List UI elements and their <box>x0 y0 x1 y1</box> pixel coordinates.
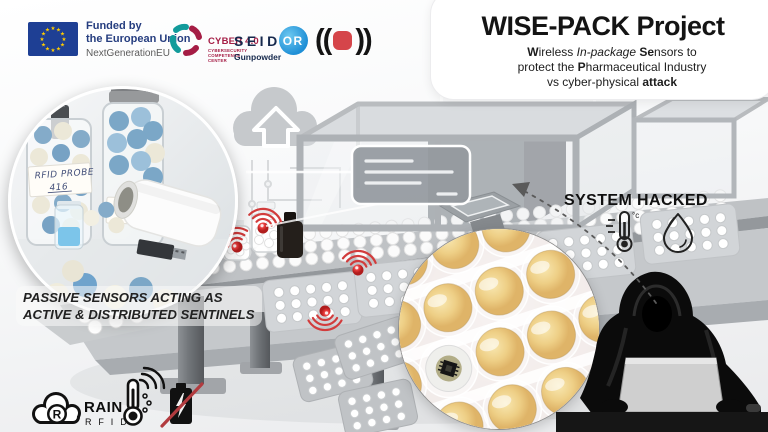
thermometer-signal-icon <box>123 366 166 426</box>
pill-bottle <box>83 179 222 247</box>
svg-text:★: ★ <box>45 28 50 34</box>
title-box: WISE-PACK Project Wireless In-package Se… <box>430 0 768 100</box>
svg-text:★: ★ <box>56 47 61 53</box>
svg-text:★: ★ <box>60 32 65 38</box>
eu-funding-line2: the European Union <box>86 33 191 45</box>
chip-pill <box>418 338 479 399</box>
rfid-probe-photo-inset: RFID PROBE 416 416 <box>8 86 238 316</box>
svg-text:★: ★ <box>41 43 46 49</box>
broadcast-logo: (( )) <box>315 24 373 57</box>
cyber40-name: CYBER 4.0 <box>208 36 259 47</box>
seidor-logo: SEID OR Gunpowder <box>234 26 308 62</box>
circuit-traces <box>248 160 341 252</box>
cyber40-sub1: CYBERSECURITY <box>208 48 248 53</box>
subtitle-line3: vs cyber-physical attack <box>546 75 678 89</box>
hacker-hand <box>600 399 628 415</box>
svg-text:★: ★ <box>51 26 56 32</box>
passive-sensors-callout: PASSIVE SENSORS ACTING AS ACTIVE & DISTR… <box>16 286 262 326</box>
wireless-sensor-icon <box>307 305 343 332</box>
svg-text:RFID PROBE: RFID PROBE <box>34 167 94 181</box>
water-drop-icon <box>663 213 693 253</box>
cloud-upload-icon <box>233 87 318 148</box>
subtitle-line1: Wireless In-package Sensors to <box>527 45 697 59</box>
eu-funding-line3: NextGenerationEU <box>86 48 170 59</box>
rain-rfid-logo: R RAIN ™ R F I D <box>32 392 134 427</box>
rfid-text: R F I D <box>85 417 129 427</box>
cyber40-sub2: COMPETENCE <box>208 53 241 58</box>
jar-label: RFID PROBE 416 <box>27 162 94 198</box>
eu-funding-line1: Funded by <box>86 20 142 32</box>
cyber40-logo: CYBER 4.0 CYBERSECURITY COMPETENCE CENTE… <box>168 22 259 63</box>
laptop <box>617 357 725 413</box>
seidor-circle: OR <box>278 26 308 55</box>
seidor-name: SEID <box>234 32 281 49</box>
hacker-hand <box>716 399 744 415</box>
desk <box>556 412 768 432</box>
project-title: WISE-PACK Project <box>481 11 725 41</box>
broadcast-square-icon <box>333 31 353 50</box>
broadcast-open: (( <box>315 24 332 56</box>
liquid-vial <box>54 201 84 250</box>
project-subtitle: Wireless In-package Sensors to protect t… <box>431 45 768 90</box>
svg-text:°c: °c <box>632 211 639 220</box>
cyber40-icon <box>169 23 202 56</box>
svg-text:416: 416 <box>49 182 68 193</box>
hacker-figure <box>556 271 768 432</box>
cyber40-sub3: CENTER <box>208 58 227 63</box>
system-hacked-icons: °c <box>606 211 693 253</box>
subtitle-line2: protect the Pharmaceutical Industry <box>517 60 707 74</box>
embedded-chip-icon <box>437 359 460 378</box>
mouse <box>746 404 761 412</box>
thermometer-celsius-icon: °c <box>606 211 639 252</box>
svg-text:★: ★ <box>45 47 50 53</box>
wireless-sensor-icon <box>341 249 377 276</box>
svg-text:★: ★ <box>40 37 45 43</box>
wireless-sensors <box>216 207 377 332</box>
seidor-subtitle: Gunpowder <box>234 52 282 62</box>
no-battery-icon <box>160 382 204 428</box>
upload-arrow-icon <box>252 106 300 148</box>
passive-line2: ACTIVE & DISTRIBUTED SENTINELS <box>23 307 255 322</box>
rain-text: RAIN <box>84 399 123 416</box>
wireless-sensor-icon <box>248 207 283 234</box>
red-slash <box>160 382 204 428</box>
floating-data-card <box>246 144 472 227</box>
svg-text:★: ★ <box>41 32 46 38</box>
eu-flag: ★★★★★★★★★★★★ <box>28 22 78 56</box>
broadcast-close: )) <box>355 24 372 56</box>
svg-text:★: ★ <box>62 37 67 43</box>
svg-text:R: R <box>53 408 62 422</box>
svg-text:★: ★ <box>60 43 65 49</box>
dark-bottle <box>277 212 303 258</box>
eu-funding-text: Funded by the European Union NextGenerat… <box>86 20 191 60</box>
hidden-face <box>642 296 672 332</box>
svg-text:★: ★ <box>51 48 56 54</box>
svg-text:★: ★ <box>56 28 61 34</box>
usb-stick <box>136 239 187 260</box>
rain-cloud-icon: R <box>32 392 81 424</box>
passive-line1: PASSIVE SENSORS ACTING AS <box>23 290 223 305</box>
